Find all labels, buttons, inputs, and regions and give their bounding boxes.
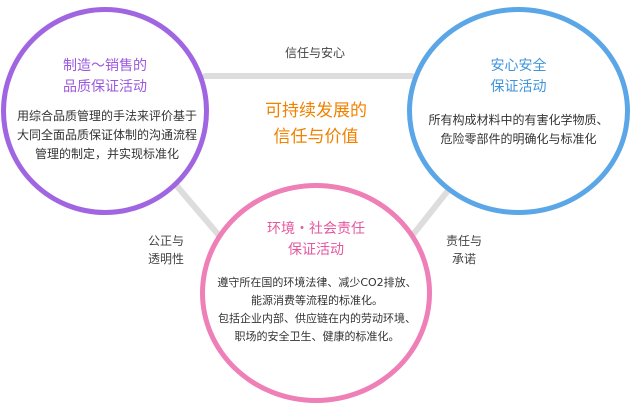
circle-quality-assurance: 制造～销售的 品质保证活动 用综合品质管理的手法来评价基于 大同全面品质保证体制… xyxy=(1,7,209,215)
center-theme: 可持续发展的 信任与价值 xyxy=(265,101,367,147)
circle-description: 所有构成材料中的有害化学物质、 危险零部件的明确化与标准化 xyxy=(428,113,609,146)
circle-title: 安心安全 保证活动 xyxy=(490,58,547,95)
connector-label-trust: 信任与安心 xyxy=(284,46,345,60)
circle-description: 用综合品质管理的手法来评价基于 大同全面品质保证体制的沟通流程 管理的制定，并实… xyxy=(16,109,197,161)
circle-safety-assurance: 安心安全 保证活动 所有构成材料中的有害化学物质、 危险零部件的明确化与标准化 xyxy=(407,7,630,215)
circle-description: 遵守所在国的环境法律、减少CO2排放、 能源消费等流程的标准化。 包括企业内部、… xyxy=(217,276,417,343)
circle-title: 制造～销售的 品质保证活动 xyxy=(63,58,147,95)
connector-label-responsibility: 责任与 承诺 xyxy=(445,234,482,266)
circle-title: 环境・社会责任 保证活动 xyxy=(267,221,365,258)
connector-label-fairness: 公正与 透明性 xyxy=(147,234,184,266)
circle-environment-social: 环境・社会责任 保证活动 遵守所在国的环境法律、减少CO2排放、 能源消费等流程… xyxy=(200,183,432,403)
